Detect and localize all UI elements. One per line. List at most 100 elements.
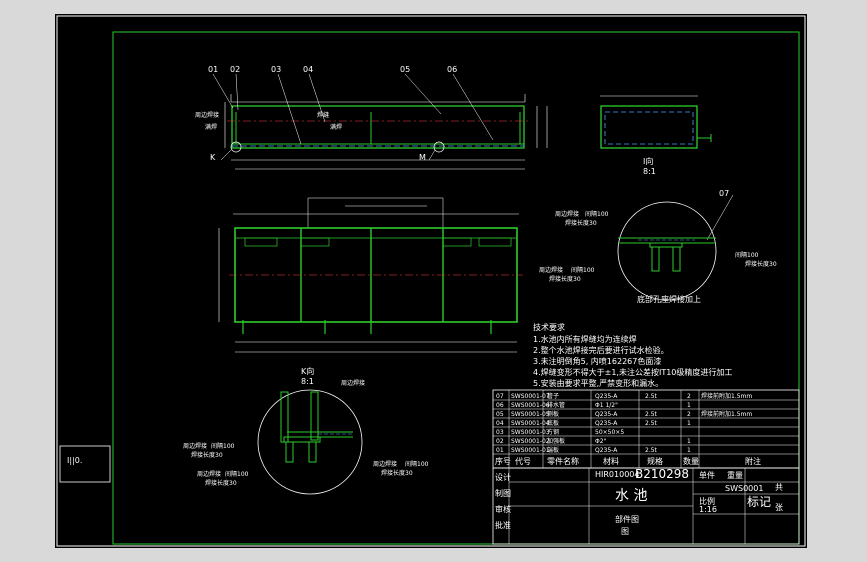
svg-text:02: 02 bbox=[496, 438, 504, 445]
tech-req-line-5: 5.安装由要求平整,严禁变形和漏水。 bbox=[533, 378, 663, 388]
svg-text:加强板: 加强板 bbox=[547, 437, 565, 445]
part-label-03: 03 bbox=[271, 65, 281, 74]
svg-text:焊接前附加1.5mm: 焊接前附加1.5mm bbox=[701, 410, 752, 418]
svg-text:2.5t: 2.5t bbox=[645, 420, 658, 427]
svg-text:底板: 底板 bbox=[547, 419, 559, 427]
detail2-weld-1: 周边焊接 bbox=[341, 379, 365, 387]
tech-requirements: 技术要求 1.水池内所有焊缝均为连续焊 2.整个水池焊接完后要进行试水检验。 3… bbox=[533, 322, 732, 388]
part-label-01: 01 bbox=[208, 65, 218, 74]
svg-text:1: 1 bbox=[687, 402, 691, 409]
weld-note-front-1: 周边焊接 bbox=[195, 111, 219, 119]
detail1-weld-6: 周边焊接 bbox=[539, 266, 563, 274]
part-label-07: 07 bbox=[719, 189, 729, 198]
svg-text:06: 06 bbox=[496, 402, 504, 409]
tb-checker-label: 审核 bbox=[495, 504, 511, 514]
svg-text:03: 03 bbox=[496, 429, 504, 436]
tb-scale-label: 比例 bbox=[699, 496, 715, 506]
title-block bbox=[492, 467, 800, 545]
svg-text:Q235-A: Q235-A bbox=[595, 420, 618, 427]
tech-req-line-4: 4.焊缝变形不得大于±1,未注公差按IT10级精度进行加工 bbox=[533, 367, 732, 377]
part-label-05: 05 bbox=[400, 65, 410, 74]
svg-text:规格: 规格 bbox=[647, 456, 663, 466]
cad-drawing: I||0. 01 02 03 04 05 06 bbox=[56, 15, 806, 547]
bom-header: 序号 代号 零件名称 材料 规格 数量 附注 bbox=[495, 456, 761, 466]
svg-text:01: 01 bbox=[496, 447, 504, 454]
tb-designer-label: 设计 bbox=[495, 472, 511, 482]
tech-req-title: 技术要求 bbox=[533, 322, 565, 332]
side-view bbox=[600, 95, 712, 149]
svg-text:SWS0001-06: SWS0001-06 bbox=[511, 402, 550, 409]
tb-sheet: 共 bbox=[775, 483, 783, 492]
svg-text:2.5t: 2.5t bbox=[645, 393, 658, 400]
svg-text:SWS0001-07: SWS0001-07 bbox=[511, 393, 550, 400]
bom-row-02: 02 SWS0001-02 加强板 Φ2" 1 bbox=[496, 437, 691, 445]
svg-text:Q235-A: Q235-A bbox=[595, 411, 618, 418]
weld-note-front-2: 满焊 bbox=[205, 123, 217, 131]
svg-text:材料: 材料 bbox=[603, 456, 619, 466]
tb-sheet-2: 张 bbox=[775, 503, 783, 512]
detail2-weld-2: 周边焊接 bbox=[183, 442, 207, 450]
bom-row-05: 05 SWS0001-05 侧板 Q235-A 2.5t 2 焊接前附加1.5m… bbox=[496, 410, 752, 418]
svg-text:1: 1 bbox=[687, 438, 691, 445]
svg-text:50×50×5: 50×50×5 bbox=[595, 429, 624, 436]
svg-text:方钢: 方钢 bbox=[547, 428, 559, 436]
detail1-weld-1: 周边焊接 bbox=[555, 210, 579, 218]
weld-note-front-3: 焊缝 bbox=[317, 111, 329, 119]
view-k-marker: K bbox=[210, 153, 216, 162]
tb-code-3: SWS0001 bbox=[725, 484, 763, 493]
front-view bbox=[220, 94, 548, 170]
svg-text:Q235-A: Q235-A bbox=[595, 393, 618, 400]
tech-req-line-1: 1.水池内所有焊缝均为连续焊 bbox=[533, 334, 637, 344]
svg-text:1: 1 bbox=[687, 420, 691, 427]
svg-text:SWS0001-01: SWS0001-01 bbox=[511, 447, 550, 454]
drawing-title: 水 池 bbox=[615, 488, 647, 504]
svg-text:SWS0001-03: SWS0001-03 bbox=[511, 429, 550, 436]
detail2-weld-7: 焊接长度30 bbox=[205, 479, 237, 487]
part-label-02: 02 bbox=[230, 65, 240, 74]
svg-text:数量: 数量 bbox=[683, 456, 699, 466]
svg-text:1: 1 bbox=[687, 447, 691, 454]
svg-text:侧板: 侧板 bbox=[547, 410, 559, 418]
filing-box bbox=[59, 445, 111, 483]
tb-drawing-type: 部件图 bbox=[615, 514, 639, 524]
detail1-weld-3: 焊接长度30 bbox=[565, 219, 597, 227]
part-label-04: 04 bbox=[303, 65, 313, 74]
detail1-weld-8: 焊接长度30 bbox=[549, 275, 581, 283]
svg-text:2: 2 bbox=[687, 393, 691, 400]
svg-text:排水管: 排水管 bbox=[547, 401, 565, 409]
svg-text:2: 2 bbox=[687, 411, 691, 418]
detail2-scale: 8:1 bbox=[301, 377, 314, 386]
svg-text:序号: 序号 bbox=[495, 456, 511, 466]
svg-text:SWS0001-04: SWS0001-04 bbox=[511, 420, 550, 427]
outer-border bbox=[56, 15, 806, 547]
detail1-weld-2: 间隔100 bbox=[585, 210, 609, 218]
detail1-weld-4: 间隔100 bbox=[735, 251, 759, 259]
svg-text:附注: 附注 bbox=[745, 456, 761, 466]
tb-code-1: HIR010004 bbox=[595, 470, 639, 479]
tb-code-2: B210298 bbox=[635, 467, 689, 481]
tb-drawing-sub: 图 bbox=[621, 527, 629, 536]
drawing-sheet: I||0. 01 02 03 04 05 06 bbox=[55, 14, 807, 548]
detail1-weld-7: 间隔100 bbox=[571, 266, 595, 274]
weld-note-front-4: 满焊 bbox=[330, 123, 342, 131]
bom-row-06: 06 SWS0001-06 排水管 Φ1 1/2" 1 bbox=[496, 401, 691, 409]
bom-row-07: 07 SWS0001-07 管子 Q235-A 2.5t 2 焊接前附加1.5m… bbox=[496, 392, 752, 400]
bom-row-01: 01 SWS0001-01 端板 Q235-A 2.5t 1 bbox=[496, 446, 691, 454]
tb-weight: 重量 bbox=[727, 470, 743, 480]
detail2-weld-3: 间隔100 bbox=[211, 442, 235, 450]
svg-text:2.5t: 2.5t bbox=[645, 447, 658, 454]
tb-mark: 标记 bbox=[747, 495, 771, 509]
detail2-weld-8: 周边焊接 bbox=[373, 460, 397, 468]
plan-view bbox=[218, 197, 523, 353]
svg-text:04: 04 bbox=[496, 420, 504, 427]
bom-table bbox=[492, 389, 800, 469]
tb-approver-label: 批准 bbox=[495, 520, 511, 530]
svg-text:SWS0001-05: SWS0001-05 bbox=[511, 411, 550, 418]
detail2-title: K向 bbox=[301, 366, 314, 376]
part-number-labels: 01 02 03 04 05 06 07 K M bbox=[208, 65, 729, 198]
detail2-weld-6: 间隔100 bbox=[225, 470, 249, 478]
inner-border bbox=[112, 31, 800, 545]
detail2-weld-5: 周边焊接 bbox=[197, 470, 221, 478]
tech-req-line-3: 3.未注明倒角5, 内喷162267色面漆 bbox=[533, 356, 661, 366]
bom-row-04: 04 SWS0001-04 底板 Q235-A 2.5t 1 bbox=[496, 419, 691, 427]
